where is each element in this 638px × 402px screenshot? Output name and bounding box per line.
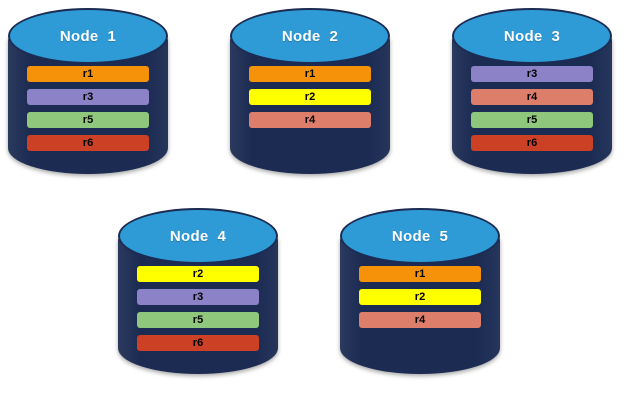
record-label: r5 (192, 313, 204, 326)
record-label: r4 (414, 313, 426, 326)
record-bar[interactable]: r5 (137, 312, 259, 328)
record-bar[interactable]: r2 (137, 266, 259, 282)
node-cylinder-3[interactable]: Node 3 r3 r4 r5 r6 (452, 8, 612, 188)
node-title: Node 1 (59, 27, 117, 45)
cylinder-top-disc: Node 3 (452, 8, 612, 64)
record-label: r1 (82, 67, 94, 80)
node-title: Node 3 (503, 27, 561, 45)
record-label: r4 (526, 90, 538, 103)
record-bar[interactable]: r1 (359, 266, 481, 282)
record-bar[interactable]: r4 (359, 312, 481, 328)
record-label: r5 (82, 113, 94, 126)
record-bar[interactable]: r3 (27, 89, 149, 105)
cylinder-top-disc: Node 2 (230, 8, 390, 64)
record-bar[interactable]: r5 (27, 112, 149, 128)
record-label: r5 (526, 113, 538, 126)
record-bar[interactable]: r6 (137, 335, 259, 351)
node-cylinder-4[interactable]: Node 4 r2 r3 r5 r6 (118, 208, 278, 388)
node-title: Node 4 (169, 227, 227, 245)
record-bar[interactable]: r4 (471, 89, 593, 105)
cylinder-top-disc: Node 4 (118, 208, 278, 264)
record-label: r6 (526, 136, 538, 149)
record-bar[interactable]: r4 (249, 112, 371, 128)
cylinder-top-disc: Node 1 (8, 8, 168, 64)
record-list: r1 r3 r5 r6 (8, 66, 168, 151)
record-label: r2 (414, 290, 426, 303)
record-bar[interactable]: r1 (249, 66, 371, 82)
record-list: r3 r4 r5 r6 (452, 66, 612, 151)
record-list: r1 r2 r4 (340, 266, 500, 328)
node-title: Node 5 (391, 227, 449, 245)
record-label: r6 (192, 336, 204, 349)
record-bar[interactable]: r2 (249, 89, 371, 105)
record-bar[interactable]: r5 (471, 112, 593, 128)
record-label: r1 (414, 267, 426, 280)
record-bar[interactable]: r6 (471, 135, 593, 151)
record-bar[interactable]: r6 (27, 135, 149, 151)
record-label: r4 (304, 113, 316, 126)
record-bar[interactable]: r1 (27, 66, 149, 82)
node-cylinder-2[interactable]: Node 2 r1 r2 r4 (230, 8, 390, 188)
record-list: r2 r3 r5 r6 (118, 266, 278, 351)
record-label: r2 (304, 90, 316, 103)
record-bar[interactable]: r3 (137, 289, 259, 305)
record-list: r1 r2 r4 (230, 66, 390, 128)
record-label: r2 (192, 267, 204, 280)
node-cylinder-5[interactable]: Node 5 r1 r2 r4 (340, 208, 500, 388)
record-bar[interactable]: r3 (471, 66, 593, 82)
node-cylinder-1[interactable]: Node 1 r1 r3 r5 r6 (8, 8, 168, 188)
record-label: r6 (82, 136, 94, 149)
cylinder-top-disc: Node 5 (340, 208, 500, 264)
record-bar[interactable]: r2 (359, 289, 481, 305)
record-label: r3 (192, 290, 204, 303)
record-label: r1 (304, 67, 316, 80)
record-label: r3 (526, 67, 538, 80)
record-label: r3 (82, 90, 94, 103)
node-title: Node 2 (281, 27, 339, 45)
